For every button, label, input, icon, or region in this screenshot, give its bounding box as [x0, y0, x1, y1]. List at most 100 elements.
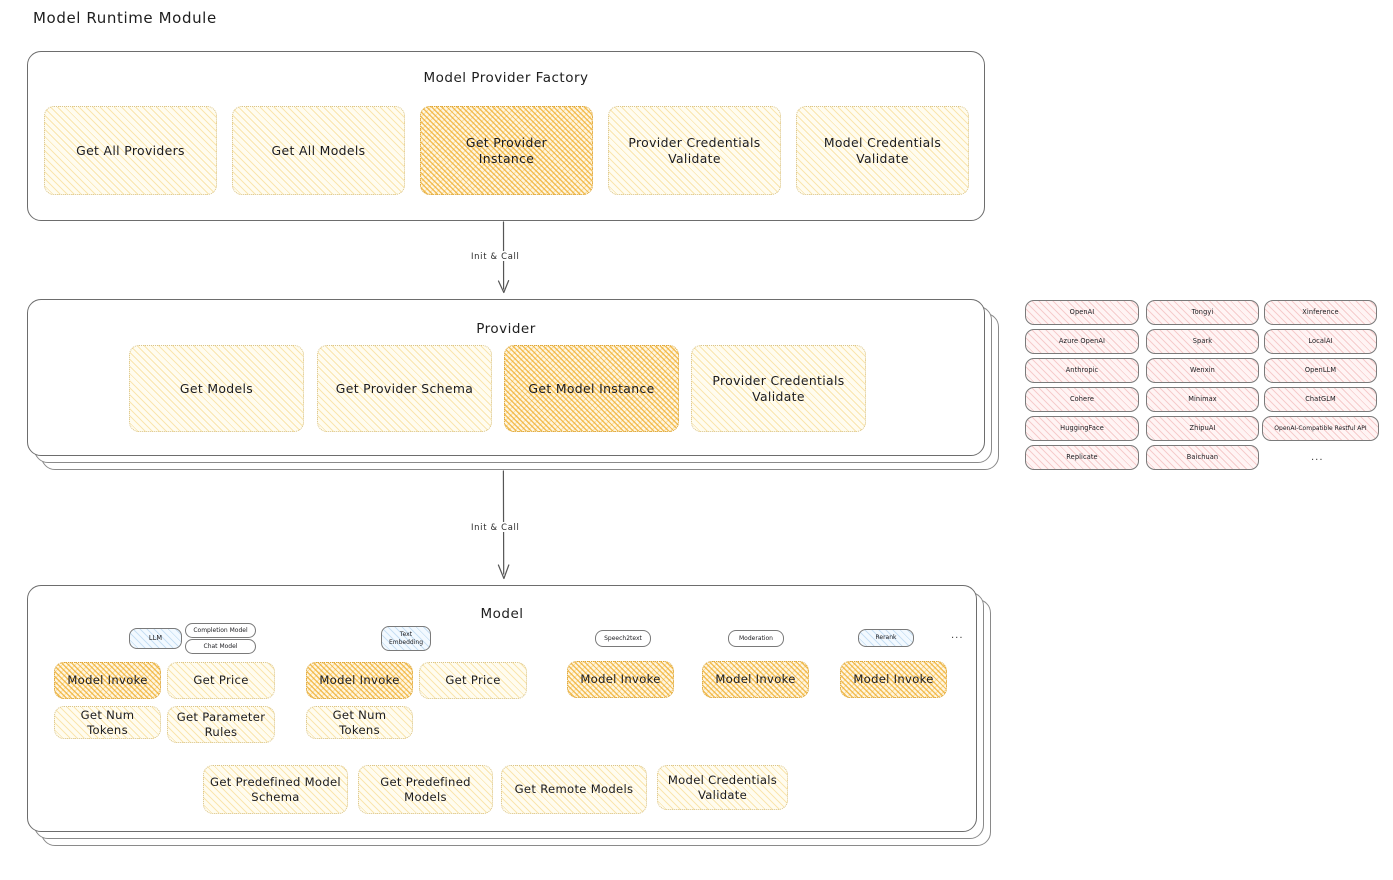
model-op-text-embedding-get-price[interactable]: Get Price — [419, 662, 527, 699]
node-label: Get All Providers — [76, 142, 185, 158]
provider-title: Provider — [476, 321, 536, 337]
factory-node-model-credentials-validate[interactable]: Model Credentials Validate — [796, 106, 969, 195]
provider-node-provider-credentials-validate[interactable]: Provider Credentials Validate — [691, 345, 866, 432]
provider-chip-openai-compatible-restful-api[interactable]: OpenAI-Compatible Restful API — [1262, 416, 1379, 441]
model-type-badge-text-embedding[interactable]: Text Embedding — [381, 626, 431, 651]
model-subtype-completion-model[interactable]: Completion Model — [185, 623, 256, 638]
model-common-op-get-remote-models[interactable]: Get Remote Models — [501, 765, 647, 814]
node-label: Model Credentials Validate — [823, 135, 942, 166]
node-label: Model Invoke — [853, 672, 934, 687]
node-label: Get Remote Models — [514, 782, 634, 797]
chip-label: Azure OpenAI — [1058, 337, 1106, 346]
chip-label: Xinference — [1302, 308, 1339, 317]
provider-chip-cohere[interactable]: Cohere — [1025, 387, 1139, 412]
arrow-label-init-call-2: Init & Call — [468, 522, 523, 532]
node-label: Get Provider Schema — [335, 380, 474, 396]
chip-label: LocalAI — [1308, 337, 1333, 346]
node-label: Model Invoke — [319, 673, 400, 688]
provider-chip-localai[interactable]: LocalAI — [1264, 329, 1377, 354]
badge-label: LLM — [148, 634, 163, 643]
model-types-ellipsis: ... — [951, 630, 964, 641]
chip-label: Minimax — [1188, 395, 1217, 404]
model-op-llm-model-invoke[interactable]: Model Invoke — [54, 662, 161, 699]
subtype-label: Chat Model — [203, 642, 238, 650]
provider-chip-azure-openai[interactable]: Azure OpenAI — [1025, 329, 1139, 354]
chip-label: ZhipuAI — [1189, 424, 1216, 433]
model-common-op-get-predefined-models[interactable]: Get Predefined Models — [358, 765, 493, 814]
chip-label: Baichuan — [1186, 453, 1219, 462]
chip-label: Anthropic — [1065, 366, 1099, 375]
model-subtype-chat-model[interactable]: Chat Model — [185, 639, 256, 654]
chip-label: OpenLLM — [1304, 366, 1337, 375]
node-label: Get Price — [445, 673, 501, 688]
provider-chip-baichuan[interactable]: Baichuan — [1146, 445, 1259, 470]
provider-chip-replicate[interactable]: Replicate — [1025, 445, 1139, 470]
arrow-provider-to-model: Init & Call — [468, 470, 540, 585]
model-op-llm-get-num-tokens[interactable]: Get Num Tokens — [54, 706, 161, 739]
node-label: Model Invoke — [580, 672, 661, 687]
model-common-op-model-credentials-validate[interactable]: Model Credentials Validate — [657, 765, 788, 810]
factory-node-get-all-providers[interactable]: Get All Providers — [44, 106, 217, 195]
provider-chip-openllm[interactable]: OpenLLM — [1264, 358, 1377, 383]
node-label: Get Price — [193, 673, 249, 688]
badge-label: Speech2text — [604, 634, 642, 642]
chip-label: ChatGLM — [1305, 395, 1336, 404]
node-label: Get Num Tokens — [80, 708, 135, 737]
model-type-badge-speech2text[interactable]: Speech2text — [595, 630, 651, 647]
arrow-factory-to-provider: Init & Call — [468, 221, 540, 299]
factory-node-get-all-models[interactable]: Get All Models — [232, 106, 405, 195]
provider-node-get-models[interactable]: Get Models — [129, 345, 304, 432]
model-common-op-get-predefined-model-schema[interactable]: Get Predefined Model Schema — [203, 765, 348, 814]
factory-node-get-provider-instance[interactable]: Get Provider Instance — [420, 106, 593, 195]
chip-label: HuggingFace — [1060, 424, 1104, 433]
badge-label: Moderation — [739, 634, 773, 642]
model-op-llm-get-price[interactable]: Get Price — [167, 662, 275, 699]
node-label: Provider Credentials Validate — [628, 135, 761, 166]
node-label: Get Parameter Rules — [176, 710, 266, 739]
chip-label: OpenAI — [1069, 308, 1095, 317]
model-provider-factory-title: Model Provider Factory — [423, 70, 589, 86]
node-label: Get Models — [179, 380, 254, 396]
model-title: Model — [480, 606, 524, 622]
node-label: Provider Credentials Validate — [712, 373, 845, 404]
provider-chip-spark[interactable]: Spark — [1146, 329, 1259, 354]
provider-chip-wenxin[interactable]: Wenxin — [1146, 358, 1259, 383]
provider-chip-anthropic[interactable]: Anthropic — [1025, 358, 1139, 383]
node-label: Model Invoke — [67, 673, 148, 688]
node-label: Get Model Instance — [528, 380, 655, 396]
model-op-text-embedding-get-num-tokens[interactable]: Get Num Tokens — [306, 706, 413, 739]
model-type-badge-moderation[interactable]: Moderation — [728, 630, 784, 647]
chip-label: Replicate — [1066, 453, 1098, 462]
chip-label: Tongyi — [1191, 308, 1214, 317]
provider-chip-zhipuai[interactable]: ZhipuAI — [1146, 416, 1259, 441]
provider-chip-openai[interactable]: OpenAI — [1025, 300, 1139, 325]
model-op-text-embedding-model-invoke[interactable]: Model Invoke — [306, 662, 413, 699]
badge-label: Rerank — [875, 634, 897, 642]
chip-label: Wenxin — [1190, 366, 1215, 375]
provider-node-get-provider-schema[interactable]: Get Provider Schema — [317, 345, 492, 432]
model-op-rerank-model-invoke[interactable]: Model Invoke — [840, 661, 947, 698]
model-op-llm-get-parameter-rules[interactable]: Get Parameter Rules — [167, 706, 275, 743]
node-label: Get All Models — [271, 142, 366, 158]
model-type-badge-llm[interactable]: LLM — [129, 628, 182, 649]
node-label: Get Num Tokens — [332, 708, 387, 737]
provider-node-get-model-instance[interactable]: Get Model Instance — [504, 345, 679, 432]
model-op-speech2text-model-invoke[interactable]: Model Invoke — [567, 661, 674, 698]
node-label: Model Invoke — [715, 672, 796, 687]
model-type-badge-rerank[interactable]: Rerank — [858, 629, 914, 647]
factory-node-provider-credentials-validate[interactable]: Provider Credentials Validate — [608, 106, 781, 195]
provider-chip-minimax[interactable]: Minimax — [1146, 387, 1259, 412]
provider-chip-chatglm[interactable]: ChatGLM — [1264, 387, 1377, 412]
node-label: Get Predefined Model Schema — [210, 775, 341, 804]
provider-chip-xinference[interactable]: Xinference — [1264, 300, 1377, 325]
arrow-label-init-call-1: Init & Call — [468, 251, 523, 261]
provider-chip-huggingface[interactable]: HuggingFace — [1025, 416, 1139, 441]
model-op-moderation-model-invoke[interactable]: Model Invoke — [702, 661, 809, 698]
chip-label: OpenAI-Compatible Restful API — [1274, 424, 1367, 432]
node-label: Get Provider Instance — [465, 135, 548, 166]
node-label: Get Predefined Models — [380, 775, 471, 804]
provider-list-ellipsis: ... — [1311, 452, 1324, 463]
subtype-label: Completion Model — [193, 626, 248, 634]
chip-label: Cohere — [1069, 395, 1095, 404]
provider-chip-tongyi[interactable]: Tongyi — [1146, 300, 1259, 325]
